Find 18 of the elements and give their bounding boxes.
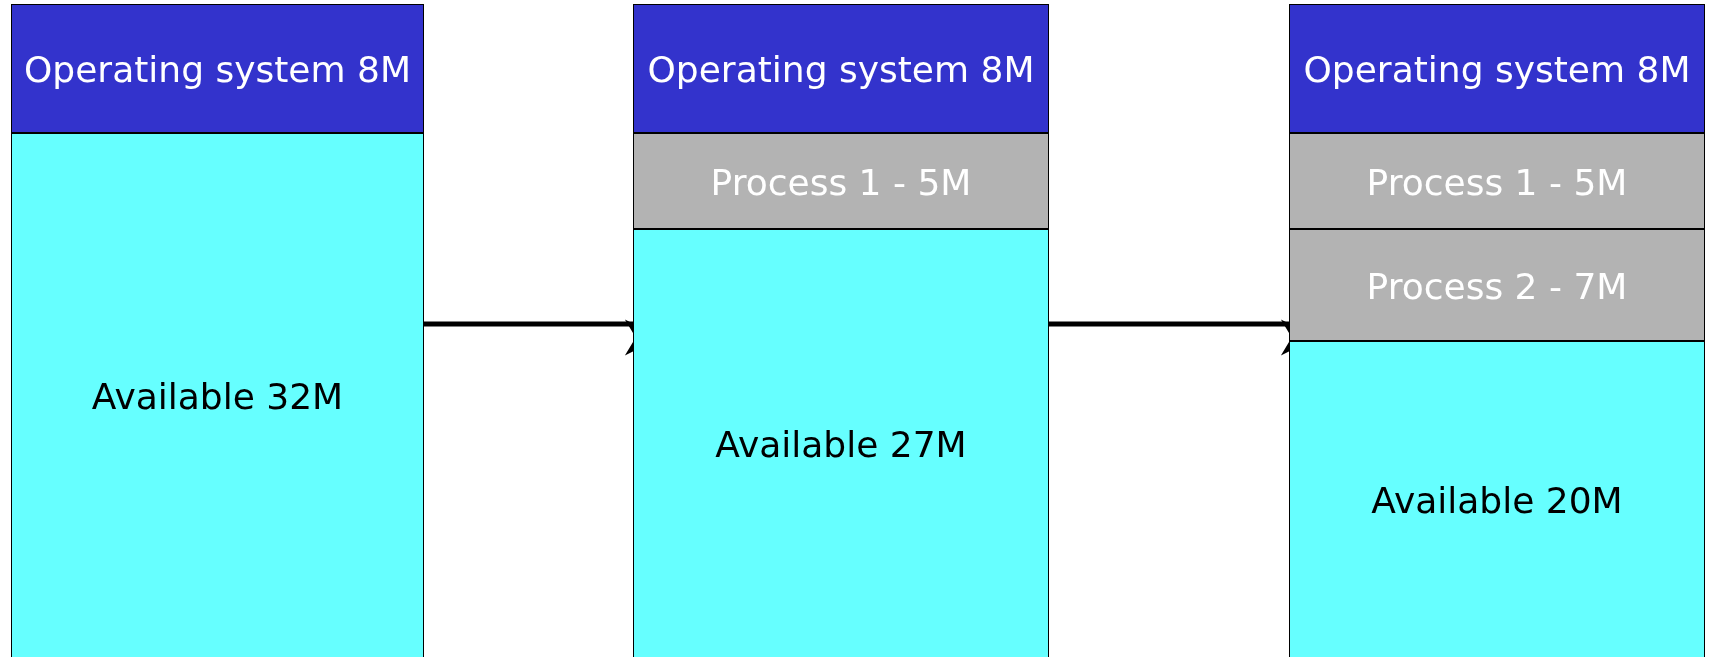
process-memory-block — [1289, 133, 1705, 229]
available-memory-block — [1289, 341, 1705, 657]
process-memory-block — [1289, 229, 1705, 341]
memory-label: Available 32M — [90, 374, 345, 418]
memory-label: Process 2 - 7M — [1365, 264, 1629, 308]
memory-label: Available 20M — [1370, 478, 1624, 522]
memory-label: Operating system 8M — [1302, 48, 1692, 92]
memory-label: Operating system 8M — [23, 48, 412, 92]
os-memory-block — [1289, 4, 1705, 133]
os-memory-block — [11, 4, 424, 133]
available-memory-block — [11, 133, 424, 657]
os-memory-block — [633, 4, 1049, 133]
available-memory-block — [633, 229, 1049, 657]
memory-label: Process 1 - 5M — [709, 160, 973, 204]
memory-label: Available 27M — [714, 422, 968, 466]
memory-label: Process 1 - 5M — [1365, 160, 1629, 204]
memory-label: Operating system 8M — [646, 48, 1036, 92]
process-memory-block — [633, 133, 1049, 229]
